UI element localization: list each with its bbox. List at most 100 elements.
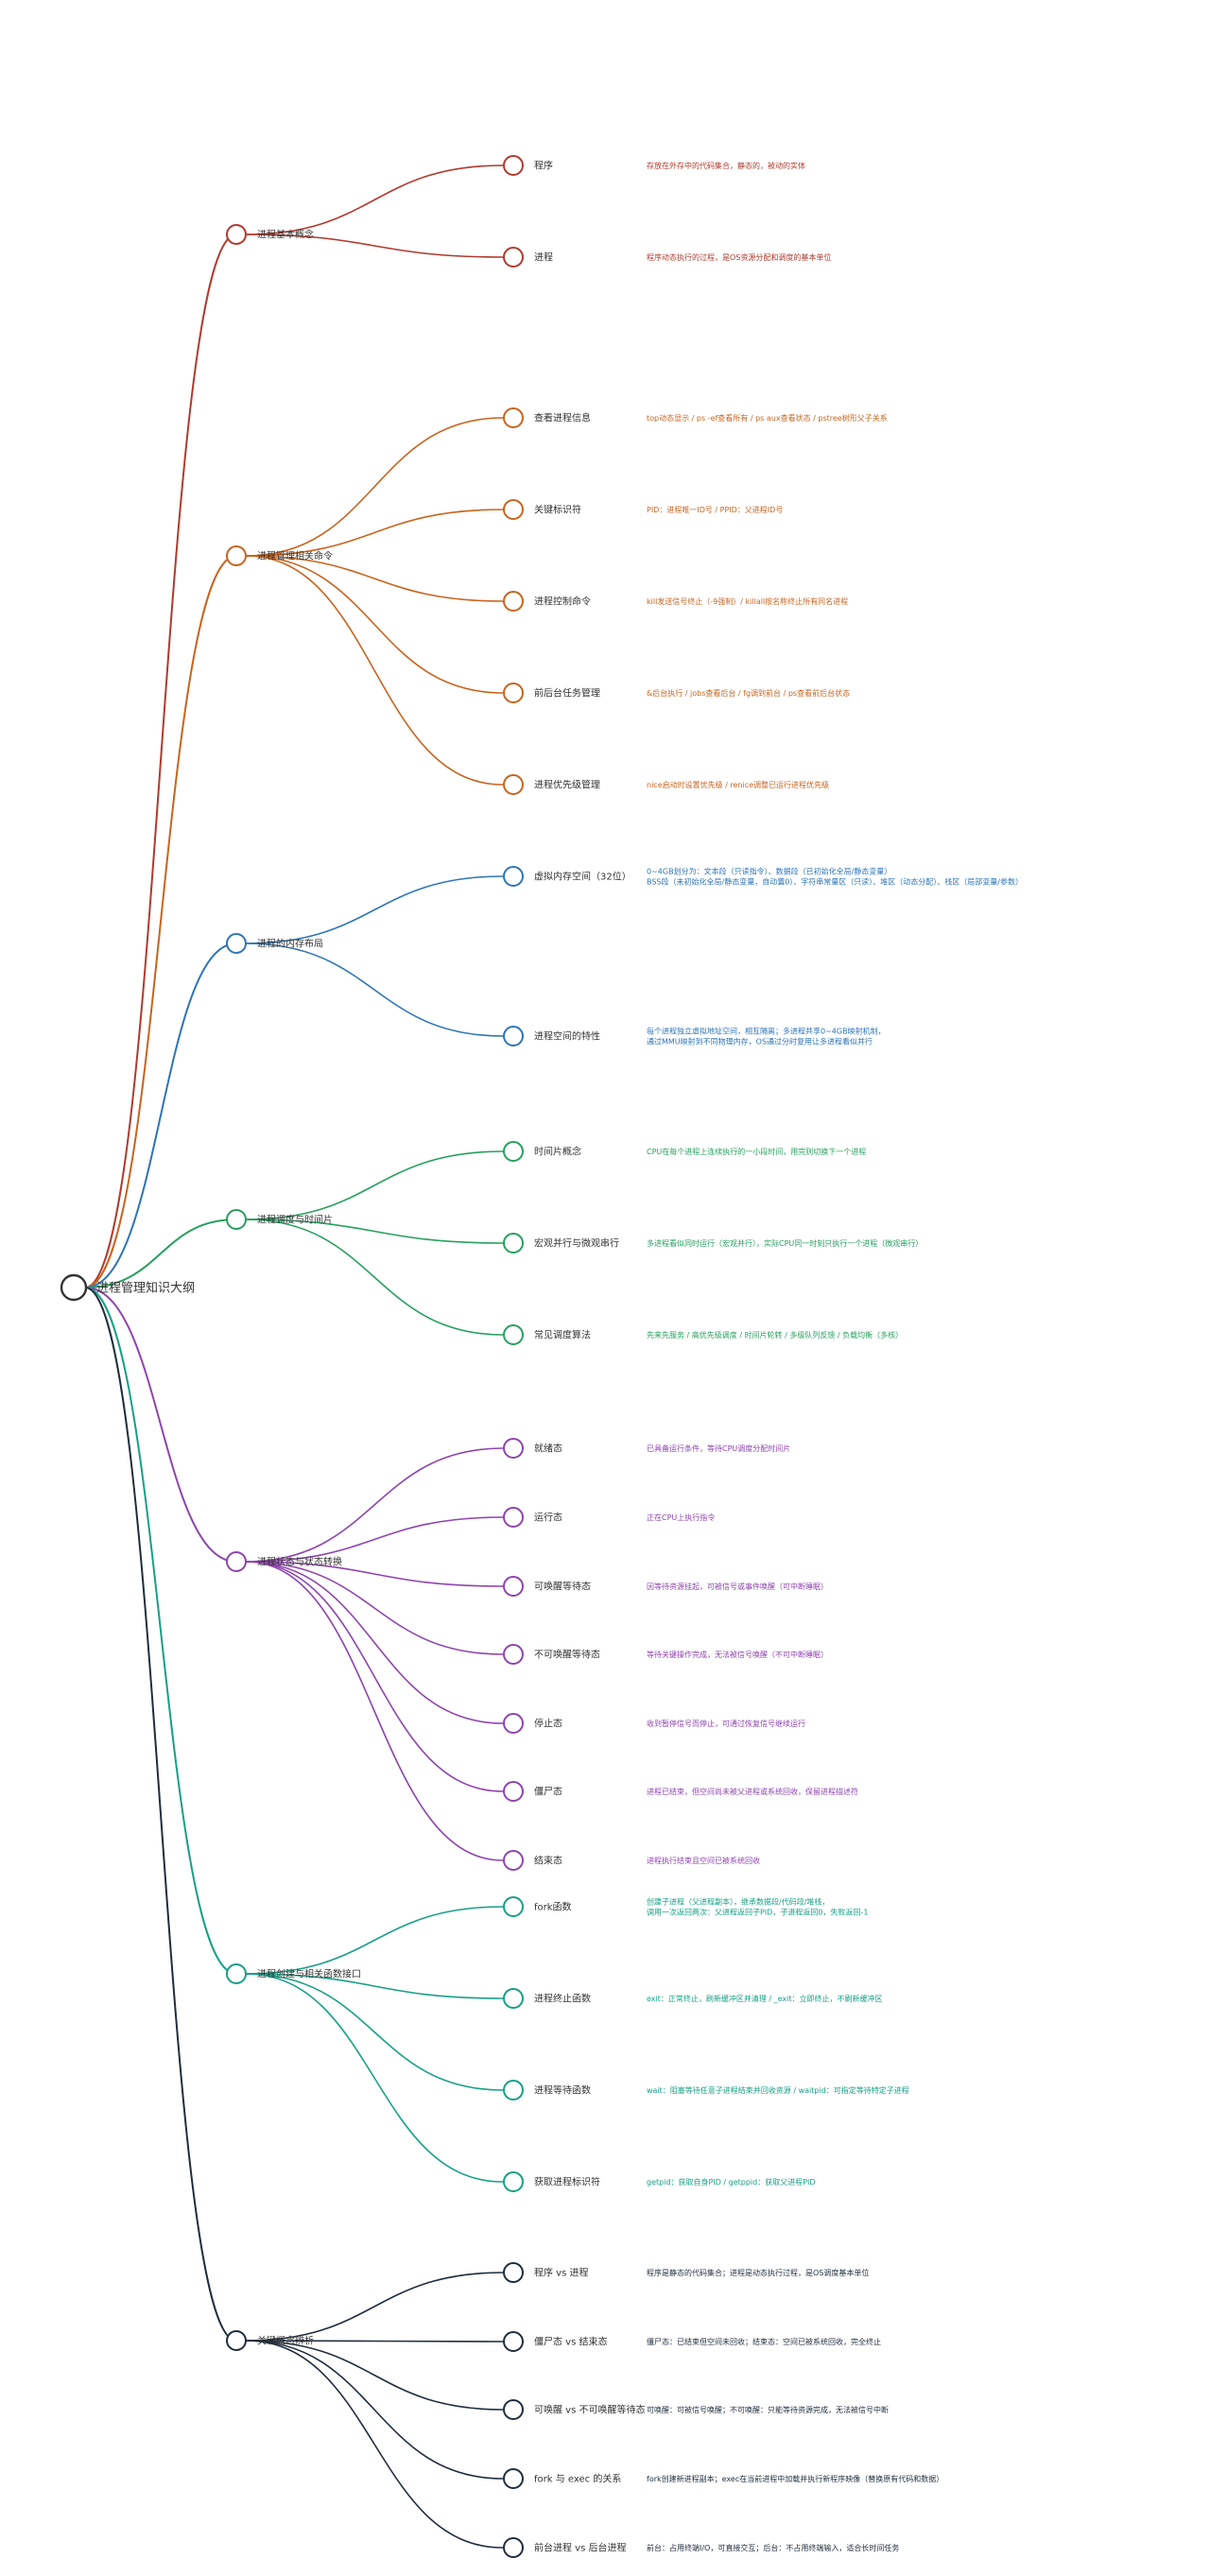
leaf-node-label: 时间片概念: [534, 1146, 581, 1158]
leaf-node-circle[interactable]: [503, 1896, 524, 1917]
leaf-node-label: 进程终止函数: [534, 1993, 591, 2005]
leaf-node-circle[interactable]: [503, 155, 524, 176]
branch-node-circle[interactable]: [226, 1963, 247, 1984]
leaf-node-circle[interactable]: [503, 407, 524, 428]
leaf-node[interactable]: 进程终止函数 exit：正常终止，刷新缓冲区并清理 / _exit：立即终止，不刷…: [503, 1988, 883, 2009]
leaf-node-circle[interactable]: [503, 1507, 524, 1528]
leaf-node[interactable]: 进程空间的特性每个进程独立虚拟地址空间，相互隔离；多进程共享0~4GB映射机制，…: [503, 1026, 886, 1046]
leaf-description: fork创建新进程副本；exec在当前进程中加载并执行新程序映像（替换原有代码和…: [647, 2474, 943, 2483]
branch-node-label: 进程管理相关命令: [257, 550, 333, 562]
leaf-node-circle[interactable]: [503, 1713, 524, 1734]
leaf-node[interactable]: 可唤醒等待态因等待资源挂起，可被信号或事件唤醒（可中断睡眠）: [503, 1576, 828, 1597]
leaf-node[interactable]: 宏观并行与微观串行多进程看似同时运行（宏观并行），实际CPU同一时刻只执行一个进…: [503, 1233, 923, 1253]
leaf-node[interactable]: 可唤醒 vs 不可唤醒等待态可唤醒：可被信号唤醒；不可唤醒：只能等待资源完成，无…: [503, 2399, 889, 2420]
branch-node-circle[interactable]: [226, 224, 247, 245]
branch-leaf-link: [245, 1973, 504, 1999]
branch-node[interactable]: 进程创建与相关函数接口: [226, 1963, 361, 1984]
branch-leaf-link: [245, 1561, 504, 1724]
branch-node[interactable]: 关键概念辨析: [226, 2330, 314, 2351]
leaf-node[interactable]: fork 与 exec 的关系 fork创建新进程副本；exec在当前进程中加载并…: [503, 2468, 943, 2489]
branch-node-circle[interactable]: [226, 933, 247, 954]
leaf-node-circle[interactable]: [503, 1576, 524, 1597]
branch-node-label: 关键概念辨析: [257, 2335, 314, 2347]
leaf-description: 收到暂停信号而停止，可通过恢复信号继续运行: [647, 1719, 805, 1728]
leaf-node-circle[interactable]: [503, 1781, 524, 1802]
leaf-node[interactable]: 进程程序动态执行的过程，是OS资源分配和调度的基本单位: [503, 247, 831, 268]
leaf-node-circle[interactable]: [503, 1324, 524, 1345]
leaf-node[interactable]: 虚拟内存空间（32位）0~4GB划分为：文本段（只读指令）、数据段（已初始化全局…: [503, 866, 1023, 887]
leaf-description: 每个进程独立虚拟地址空间，相互隔离；多进程共享0~4GB映射机制，: [647, 1027, 886, 1036]
leaf-node-circle[interactable]: [503, 1850, 524, 1871]
branch-node-label: 进程调度与时间片: [257, 1214, 333, 1226]
leaf-description: 进程执行结束且空间已被系统回收: [647, 1856, 760, 1865]
branch-node[interactable]: 进程的内存布局: [226, 933, 323, 954]
branch-node[interactable]: 进程基本概念: [226, 224, 314, 245]
leaf-node-circle[interactable]: [503, 1988, 524, 2009]
branch-leaf-link: [245, 555, 504, 602]
branch-node[interactable]: 进程调度与时间片: [226, 1209, 333, 1230]
leaf-description: exit：正常终止，刷新缓冲区并清理 / _exit：立即终止，不刷新缓冲区: [647, 1994, 883, 2003]
leaf-node-circle[interactable]: [503, 2537, 524, 2558]
leaf-node-circle[interactable]: [503, 1233, 524, 1253]
branch-node-circle[interactable]: [226, 1551, 247, 1572]
branch-leaf-link: [245, 1447, 504, 1563]
leaf-description: nice启动时设置优先级 / renice调整已运行进程优先级: [647, 780, 829, 789]
root-node-label: 进程管理知识大纲: [96, 1281, 195, 1296]
leaf-node-circle[interactable]: [503, 2331, 524, 2352]
leaf-node-circle[interactable]: [503, 1141, 524, 1162]
branch-node-circle[interactable]: [226, 545, 247, 566]
leaf-node-circle[interactable]: [503, 1438, 524, 1459]
leaf-node-circle[interactable]: [503, 591, 524, 612]
leaf-node-circle[interactable]: [503, 1644, 524, 1665]
leaf-node[interactable]: 前台进程 vs 后台进程前台：占用终端I/O，可直接交互；后台：不占用终端输入，…: [503, 2537, 899, 2558]
leaf-node-label: 可唤醒等待态: [534, 1581, 591, 1593]
branch-leaf-link: [245, 417, 504, 557]
leaf-node[interactable]: 僵尸态 vs 结束态僵尸态：已结束但空间未回收；结束态：空间已被系统回收，完全终…: [503, 2331, 881, 2352]
root-node[interactable]: 进程管理知识大纲: [60, 1273, 195, 1302]
leaf-node-label: 进程等待函数: [534, 2084, 591, 2097]
leaf-node[interactable]: fork函数创建子进程（父进程副本），继承数据段/代码段/堆栈，调用一次返回两次…: [503, 1896, 868, 1917]
root-node-circle[interactable]: [60, 1273, 88, 1302]
leaf-node[interactable]: 停止态收到暂停信号而停止，可通过恢复信号继续运行: [503, 1713, 805, 1734]
leaf-node-label: 虚拟内存空间（32位）: [534, 871, 631, 883]
leaf-node-circle[interactable]: [503, 2080, 524, 2101]
branch-node[interactable]: 进程状态与状态转换: [226, 1551, 342, 1572]
leaf-node-circle[interactable]: [503, 774, 524, 795]
leaf-node-circle[interactable]: [503, 247, 524, 268]
leaf-node-circle[interactable]: [503, 2399, 524, 2420]
leaf-node[interactable]: 运行态正在CPU上执行指令: [503, 1507, 715, 1528]
leaf-node[interactable]: 常见调度算法先来先服务 / 高优先级调度 / 时间片轮转 / 多级队列反馈 / …: [503, 1324, 903, 1345]
branch-node-circle[interactable]: [226, 2330, 247, 2351]
leaf-node-label: 结束态: [534, 1855, 562, 1867]
branch-leaf-link: [245, 942, 504, 1037]
leaf-node[interactable]: 程序存放在外存中的代码集合，静态的，被动的实体: [503, 155, 805, 176]
branch-leaf-link: [245, 555, 504, 786]
leaf-node-circle[interactable]: [503, 1026, 524, 1046]
leaf-node-circle[interactable]: [503, 2262, 524, 2283]
leaf-node-circle[interactable]: [503, 866, 524, 887]
leaf-node-circle[interactable]: [503, 2468, 524, 2489]
leaf-node-circle[interactable]: [503, 2171, 524, 2192]
branch-node-circle[interactable]: [226, 1209, 247, 1230]
branch-leaf-link: [245, 1561, 504, 1792]
leaf-node[interactable]: 结束态 进程执行结束且空间已被系统回收: [503, 1850, 760, 1871]
leaf-node[interactable]: 不可唤醒等待态等待关键操作完成，无法被信号唤醒（不可中断睡眠）: [503, 1644, 828, 1665]
leaf-node-circle[interactable]: [503, 499, 524, 520]
leaf-node-circle[interactable]: [503, 683, 524, 703]
leaf-node[interactable]: 僵尸态进程已结束，但空间尚未被父进程或系统回收，保留进程描述符: [503, 1781, 858, 1802]
leaf-node[interactable]: 前后台任务管理&后台执行 / jobs查看后台 / fg调到前台 / ps查看前…: [503, 683, 850, 703]
root-branch-link: [84, 1287, 237, 1975]
leaf-description: 程序是静态的代码集合；进程是动态执行过程，是OS调度基本单位: [647, 2268, 869, 2277]
leaf-node-label: fork 与 exec 的关系: [534, 2473, 621, 2485]
leaf-description: 前台：占用终端I/O，可直接交互；后台：不占用终端输入，适合长时间任务: [647, 2543, 899, 2552]
leaf-node[interactable]: 程序 vs 进程程序是静态的代码集合；进程是动态执行过程，是OS调度基本单位: [503, 2262, 869, 2283]
leaf-node[interactable]: 就绪态已具备运行条件，等待CPU调度分配时间片: [503, 1438, 790, 1459]
branch-node[interactable]: 进程管理相关命令: [226, 545, 333, 566]
